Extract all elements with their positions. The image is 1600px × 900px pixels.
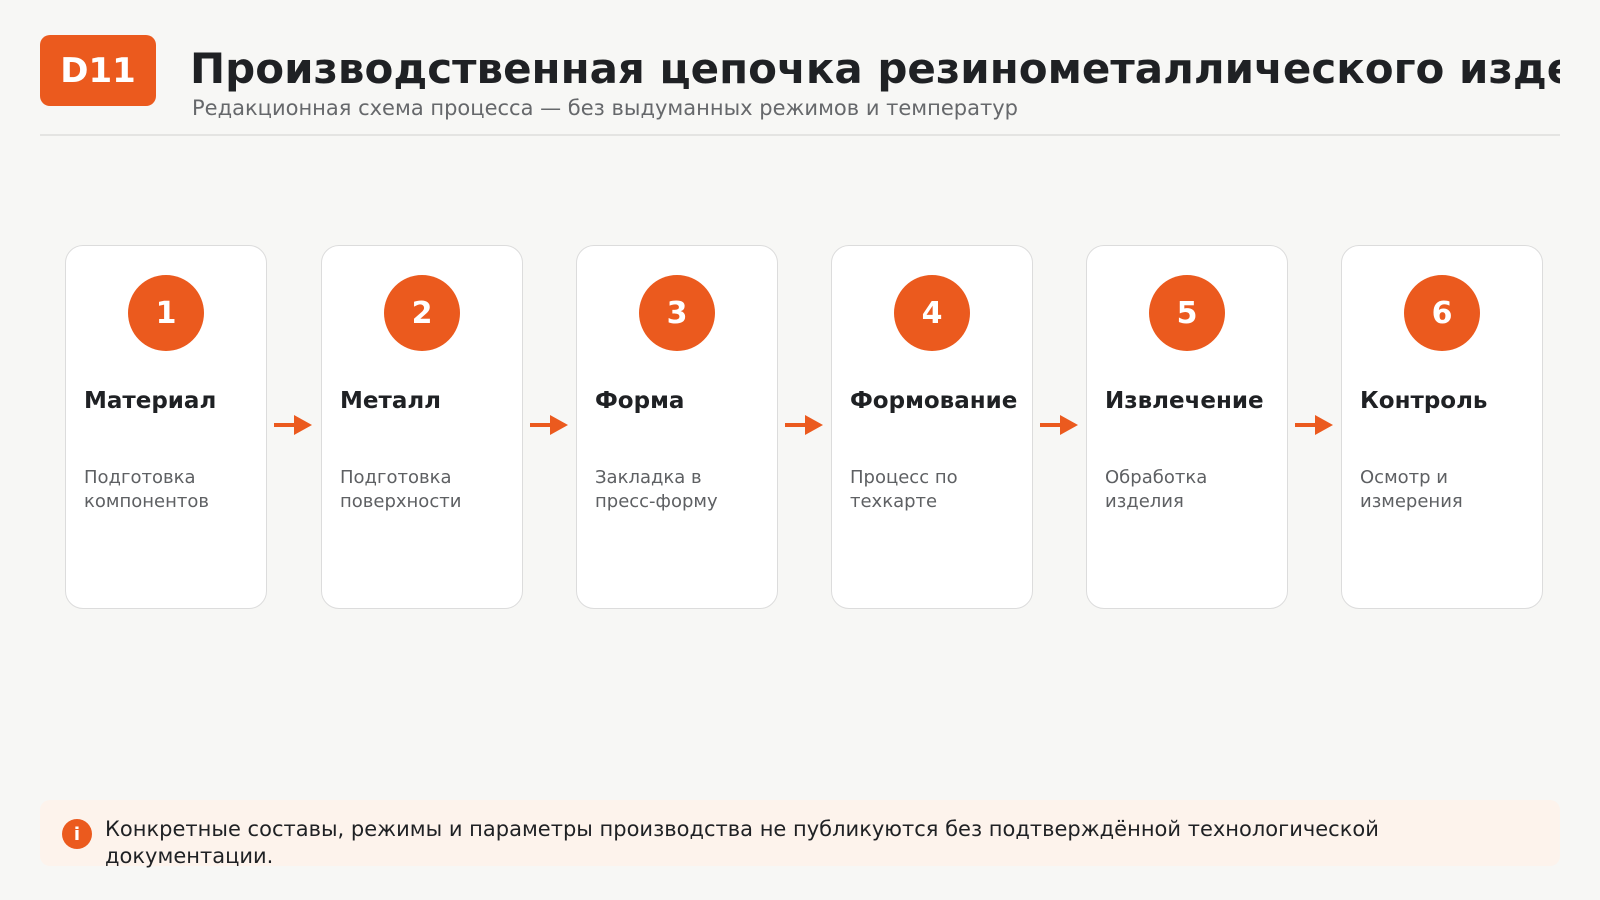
step-title: Металл <box>340 388 442 414</box>
step-card: 3 Форма Закладка в пресс-форму <box>576 245 778 609</box>
info-icon: i <box>62 819 92 849</box>
page-title: Производственная цепочка резинометалличе… <box>190 44 1560 93</box>
step-description: Осмотр и измерения <box>1360 467 1463 512</box>
step-card: 5 Извлечение Обработка изделия <box>1086 245 1288 609</box>
header: D11 Производственная цепочка резинометал… <box>40 35 1560 136</box>
step-description: Подготовка компонентов <box>84 467 209 512</box>
step-number: 5 <box>1149 275 1225 351</box>
step-description: Процесс по техкарте <box>850 467 958 512</box>
step-title: Форма <box>595 388 685 414</box>
step-description: Обработка изделия <box>1105 467 1208 512</box>
step-title: Формование <box>850 388 1018 414</box>
step-description: Закладка в пресс-форму <box>595 467 718 512</box>
arrow-right-icon <box>1295 415 1333 435</box>
step-number: 1 <box>128 275 204 351</box>
step-title: Извлечение <box>1105 388 1264 414</box>
step-card: 1 Материал Подготовка компонентов <box>65 245 267 609</box>
step-card: 2 Металл Подготовка поверхности <box>321 245 523 609</box>
section-badge: D11 <box>40 35 156 106</box>
step-number: 4 <box>894 275 970 351</box>
step-description: Подготовка поверхности <box>340 467 462 512</box>
arrow-right-icon <box>274 415 312 435</box>
step-title: Материал <box>84 388 217 414</box>
disclaimer-note: i Конкретные составы, режимы и параметры… <box>40 800 1560 868</box>
step-title: Контроль <box>1360 388 1488 414</box>
step-card: 6 Контроль Осмотр и измерения <box>1341 245 1543 609</box>
arrow-right-icon <box>530 415 568 435</box>
step-number: 2 <box>384 275 460 351</box>
step-card: 4 Формование Процесс по техкарте <box>831 245 1033 609</box>
step-number: 6 <box>1404 275 1480 351</box>
step-number: 3 <box>639 275 715 351</box>
disclaimer-text: Конкретные составы, режимы и параметры п… <box>105 817 1379 868</box>
header-divider <box>40 134 1560 136</box>
arrow-right-icon <box>785 415 823 435</box>
arrow-right-icon <box>1040 415 1078 435</box>
page-subtitle: Редакционная схема процесса — без выдума… <box>192 96 1018 120</box>
